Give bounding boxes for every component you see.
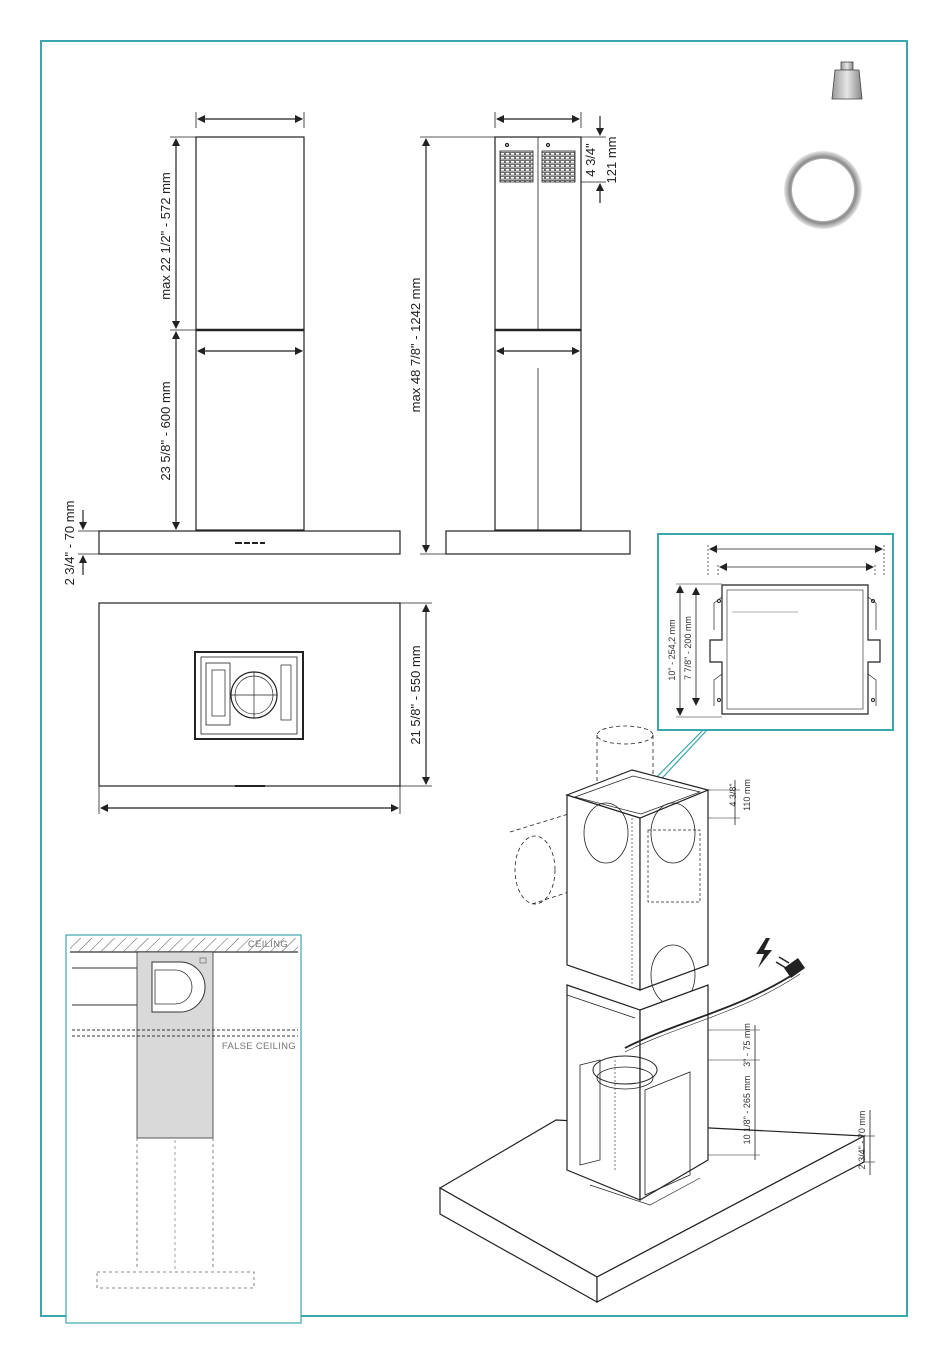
ceiling-label: CEILING xyxy=(248,939,288,950)
dim-bracket-height: 7 7/8" - 200 mm xyxy=(683,616,693,680)
false-ceiling-label: FALSE CEILING xyxy=(222,1041,296,1052)
dim-iso-top-in: 4 3/8" xyxy=(728,783,738,806)
iso-chimney-upper xyxy=(567,795,640,990)
iso-chimney-lower xyxy=(567,985,640,1200)
ceiling-detail xyxy=(66,935,301,1323)
ring-icon xyxy=(784,151,862,229)
dim-iso-lower: 10 1/8" - 265 mm xyxy=(742,1076,752,1145)
dim-depth: 21 5/8" - 550 mm xyxy=(408,645,423,744)
weight-icon xyxy=(832,62,862,99)
dim-chimney-lower: 23 5/8" - 600 mm xyxy=(158,381,173,480)
front-chimney-lower xyxy=(196,330,304,530)
front-view xyxy=(78,112,400,575)
dim-iso-canopy: 2 3/4" - 70 mm xyxy=(857,1111,867,1170)
top-view xyxy=(99,603,432,814)
dim-iso-top-mm: 110 mm xyxy=(742,779,752,811)
side-view xyxy=(420,112,630,554)
dim-canopy-thickness: 2 3/4" - 70 mm xyxy=(62,501,77,586)
front-chimney-upper xyxy=(196,137,304,330)
plug-icon xyxy=(776,957,805,978)
dim-vent-height-in: 4 3/4" xyxy=(583,143,598,177)
dim-chimney-upper: max 22 1/2" - 572 mm xyxy=(158,172,173,299)
side-canopy xyxy=(446,531,630,554)
top-canopy xyxy=(99,603,400,786)
vent-grille-right xyxy=(542,151,575,182)
dim-total-height: max 48 7/8" - 1242 mm xyxy=(408,278,423,413)
dim-iso-small: 3" - 75 mm xyxy=(742,1023,752,1067)
lightning-icon xyxy=(756,938,772,968)
bracket-detail xyxy=(644,534,893,790)
dim-vent-height-mm: 121 mm xyxy=(604,137,619,184)
vent-grille-left xyxy=(500,151,533,182)
isometric-view xyxy=(440,726,875,1302)
dim-bracket-width: 10" - 254,2 mm xyxy=(667,619,677,680)
